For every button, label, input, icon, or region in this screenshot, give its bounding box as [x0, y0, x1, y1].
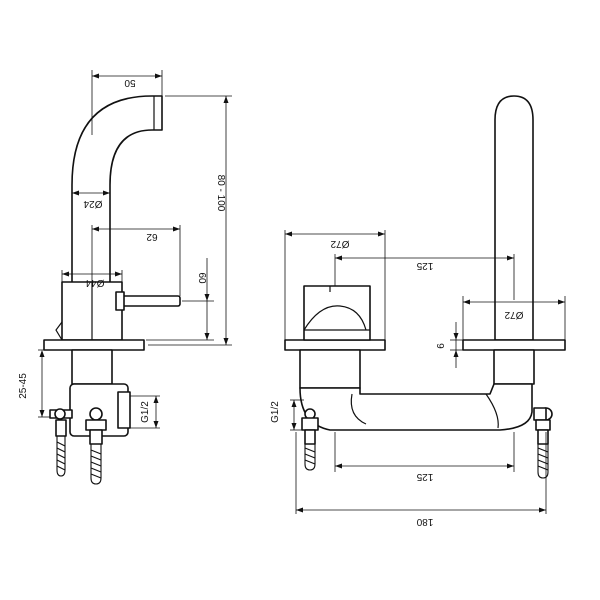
front-right-hose-fitting [533, 407, 553, 479]
connecting-pipe [299, 349, 535, 431]
dim-deck-thickness: 25-45 [18, 349, 50, 418]
dim-label-thread-left: G1/2 [140, 401, 151, 423]
dim-thread-right: G1/2 [270, 399, 304, 431]
dim-overall: 180 [295, 432, 547, 527]
handle-lever [121, 295, 181, 307]
dim-label-spout-rose-diameter: Ø72 [504, 309, 523, 320]
dim-handle-height: 60 [146, 258, 214, 341]
dim-label-handle-length: 62 [146, 231, 158, 242]
dim-centers-bottom: 125 [334, 432, 515, 482]
under-deck-body [71, 349, 113, 385]
front-view: Ø72 125 Ø72 6 [270, 95, 566, 527]
dim-height: 80 - 100 [148, 95, 232, 346]
handle-assembly [284, 285, 386, 351]
dim-label-handle-rose-diameter: Ø72 [330, 238, 349, 249]
dim-body-diameter: Ø44 [61, 270, 123, 288]
dim-label-spout-reach: 50 [124, 77, 136, 88]
front-spout [462, 95, 566, 351]
dim-label-rose-height: 6 [436, 343, 447, 349]
dim-handle-length: 62 [91, 225, 181, 296]
spout-tube [71, 95, 163, 289]
dim-label-deck-thickness: 25-45 [18, 373, 29, 399]
side-view: 50 Ø24 80 - 100 62 [18, 70, 232, 485]
dim-handle-rose-diameter: Ø72 [284, 230, 386, 340]
front-left-hose-fitting [301, 408, 319, 471]
dim-centers-top: 125 [334, 254, 515, 300]
dim-spout-reach: 50 [91, 70, 163, 135]
dim-label-spout-diameter: Ø24 [83, 198, 102, 209]
dim-label-height: 80 - 100 [215, 175, 226, 212]
dim-label-thread-right: G1/2 [270, 401, 281, 423]
dim-label-overall: 180 [416, 516, 433, 527]
dim-rose-height: 6 [436, 322, 463, 368]
dim-spout-rose-diameter: Ø72 [462, 296, 566, 340]
dim-label-centers-top: 125 [416, 260, 433, 271]
dim-label-centers-bottom: 125 [416, 471, 433, 482]
dim-thread-left: G1/2 [130, 395, 160, 429]
right-hose-fitting [85, 407, 107, 485]
dim-label-body-diameter: Ø44 [85, 277, 104, 288]
dim-spout-diameter: Ø24 [72, 190, 110, 209]
left-hose-fitting [49, 408, 73, 477]
deck-plate [43, 339, 145, 351]
dim-label-handle-height: 60 [196, 272, 207, 284]
